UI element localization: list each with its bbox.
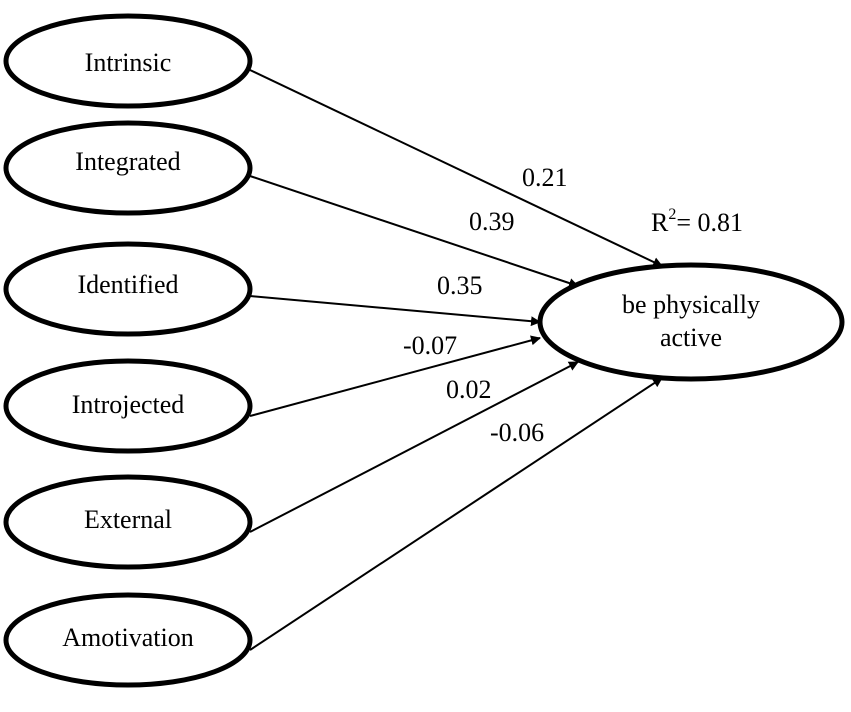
- node-ellipse: [3, 474, 253, 570]
- coefficient-introjected: -0.07: [403, 331, 457, 360]
- path-identified: [249, 295, 541, 327]
- outcome-label-line1: be physically: [622, 290, 760, 319]
- node-label-integrated: Integrated: [75, 147, 180, 176]
- node-label-introjected: Introjected: [72, 390, 185, 419]
- path-arrows: [249, 69, 663, 651]
- predictor-node-integrated: Integrated: [3, 120, 253, 216]
- predictor-node-external: External: [3, 474, 253, 570]
- coefficient-identified: 0.35: [437, 271, 483, 300]
- predictor-node-introjected: Introjected: [3, 358, 253, 454]
- r-squared-label: R2= 0.81: [651, 206, 743, 237]
- node-ellipse: [3, 241, 253, 337]
- node-ellipse: [3, 13, 253, 109]
- coefficient-intrinsic: 0.21: [522, 163, 568, 192]
- path-introjected: [249, 335, 541, 417]
- coefficient-amotivation: -0.06: [490, 418, 544, 447]
- path-external: [249, 361, 579, 533]
- predictor-node-intrinsic: Intrinsic: [3, 13, 253, 109]
- node-ellipse: [3, 592, 253, 688]
- path-intrinsic: [249, 69, 663, 267]
- node-ellipse: [3, 120, 253, 216]
- predictor-node-identified: Identified: [3, 241, 253, 337]
- node-label-intrinsic: Intrinsic: [85, 48, 172, 77]
- predictor-node-amotivation: Amotivation: [3, 592, 253, 688]
- outcome-ellipse: [537, 262, 845, 382]
- coefficient-integrated: 0.39: [469, 207, 515, 236]
- coefficient-external: 0.02: [446, 375, 492, 404]
- node-ellipse: [3, 358, 253, 454]
- r2-superscript: 2: [668, 206, 676, 223]
- r2-prefix: R: [651, 208, 669, 237]
- path-amotivation: [249, 377, 663, 651]
- r2-suffix: = 0.81: [676, 208, 743, 237]
- node-label-external: External: [84, 505, 172, 534]
- node-label-identified: Identified: [77, 270, 178, 299]
- outcome-node: be physically active: [537, 262, 845, 382]
- outcome-label-line2: active: [660, 323, 722, 352]
- node-label-amotivation: Amotivation: [62, 623, 193, 652]
- path-integrated: [249, 175, 579, 288]
